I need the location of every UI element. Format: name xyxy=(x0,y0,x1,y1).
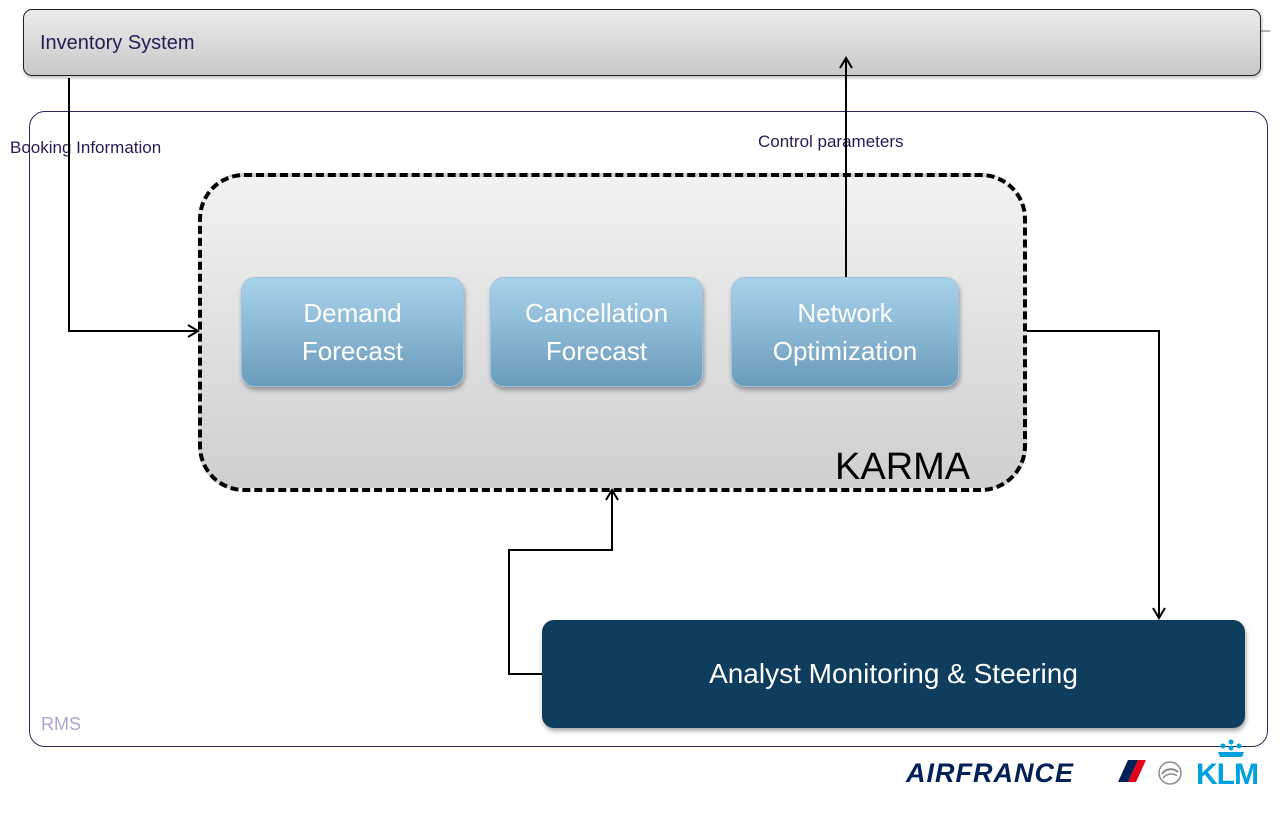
klm-logo: KLM xyxy=(1196,758,1259,791)
cancellation-forecast-module: Cancellation Forecast xyxy=(490,277,703,387)
demand-forecast-line1: Demand xyxy=(303,298,402,328)
cancellation-forecast-line1: Cancellation xyxy=(524,298,669,328)
rms-container xyxy=(29,111,1268,747)
control-parameters-label: Control parameters xyxy=(758,132,904,151)
rms-label: RMS xyxy=(41,714,81,734)
karma-label: KARMA xyxy=(835,446,971,488)
analyst-to-karma-arrow xyxy=(508,488,619,675)
airfrance-stripe-icon xyxy=(1118,760,1146,782)
demand-forecast-line2: Forecast xyxy=(301,336,404,366)
analyst-monitoring-box: Analyst Monitoring & Steering xyxy=(542,620,1245,728)
network-optimization-line2: Optimization xyxy=(772,336,918,366)
skyteam-icon xyxy=(1158,761,1182,785)
inventory-system-label: Inventory System xyxy=(40,32,195,54)
cancellation-forecast-line2: Forecast xyxy=(545,336,648,366)
booking-flow-arrow xyxy=(68,78,200,338)
network-optimization-line1: Network xyxy=(797,298,893,328)
karma-to-analyst-arrow xyxy=(1027,330,1166,620)
analyst-monitoring-label: Analyst Monitoring & Steering xyxy=(709,658,1078,689)
booking-information-label: Booking Information xyxy=(10,138,162,157)
klm-crown-icon xyxy=(1218,739,1244,757)
network-optimization-module: Network Optimization xyxy=(731,277,959,387)
inventory-system-box xyxy=(23,9,1261,76)
airfrance-logo: AIRFRANCE xyxy=(906,758,1074,788)
demand-forecast-module: Demand Forecast xyxy=(241,277,464,387)
